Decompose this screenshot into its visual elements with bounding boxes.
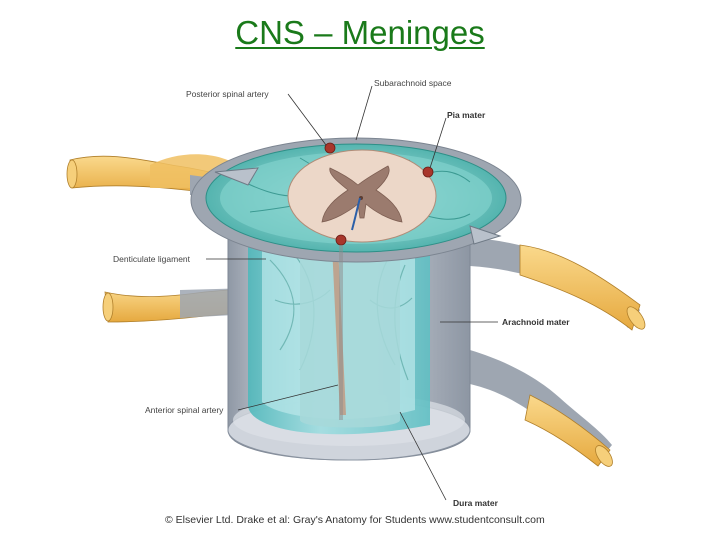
nerve-root-right-lower — [470, 350, 613, 467]
posterior-spinal-artery-left — [324, 142, 336, 154]
nerve-root-right-upper — [470, 238, 646, 331]
label-anterior-spinal-artery: Anterior spinal artery — [145, 405, 224, 415]
spinal-cord-column — [300, 240, 400, 428]
label-arachnoid-mater: Arachnoid mater — [502, 317, 570, 327]
label-subarachnoid-space: Subarachnoid space — [374, 78, 452, 88]
label-denticulate-ligament: Denticulate ligament — [113, 254, 191, 264]
copyright-credit: © Elsevier Ltd. Drake et al: Gray's Anat… — [165, 514, 545, 526]
anterior-spinal-artery — [335, 234, 347, 246]
label-pia-mater: Pia mater — [447, 110, 486, 120]
cross-section-top — [190, 137, 522, 263]
denticulate-ligament — [214, 167, 502, 245]
label-dura-mater: Dura mater — [453, 498, 499, 508]
posterior-spinal-artery-right — [422, 166, 434, 178]
slide-title: CNS – Meninges — [235, 14, 485, 51]
leader-lines — [206, 85, 498, 501]
spinal-arteries — [324, 142, 434, 420]
nerve-root-left-lower — [102, 287, 253, 323]
label-posterior-spinal-artery: Posterior spinal artery — [186, 89, 269, 99]
